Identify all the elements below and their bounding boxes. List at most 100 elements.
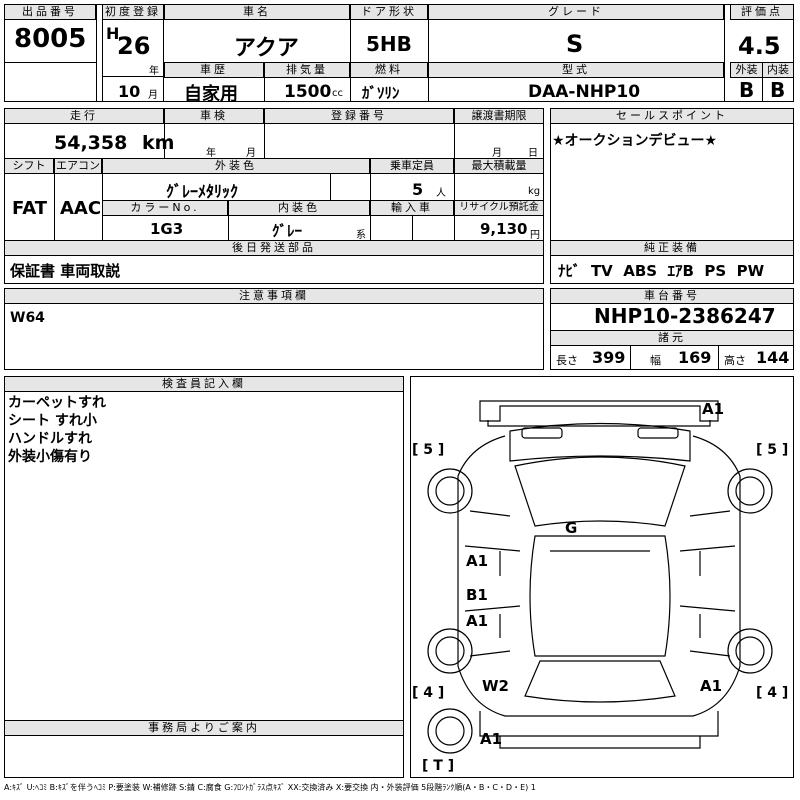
height-value: 144 [756, 348, 790, 367]
car-name-value: アクア [234, 36, 299, 61]
damage-mark: B1 [466, 586, 488, 604]
model-code-value: DAA-NHP10 [528, 82, 641, 102]
notes-header: 注意事項欄 [4, 288, 544, 304]
grade-header: グレード [428, 4, 724, 20]
score-header: 評価点 [730, 4, 794, 20]
sales-point-header: セールスポイント [550, 108, 794, 124]
inspector-header: 検査員記入欄 [4, 376, 404, 392]
first-reg-era: H [106, 24, 120, 43]
panel-bracket: [ 4 ] [412, 685, 444, 701]
recycle-header: リサイクル預託金 [454, 200, 544, 216]
damage-mark: W2 [482, 677, 509, 695]
damage-mark: A1 [700, 677, 722, 695]
reg-no-header: 登録番号 [264, 108, 454, 124]
color-no-header: カラーNo. [102, 200, 228, 216]
spec-header: 諸元 [550, 330, 794, 346]
aircon-header: エアコン [54, 158, 102, 174]
mileage-unit: km [142, 132, 175, 154]
inspector-line: 外装小傷有り [8, 449, 92, 465]
damage-mark: G [565, 519, 577, 537]
damage-mark: A1 [466, 552, 488, 570]
mileage-value: 54,358 [54, 132, 128, 154]
transfer-day-unit: 日 [528, 148, 538, 159]
door-type-value: 5HB [366, 32, 412, 56]
chassis-header: 車台番号 [550, 288, 794, 304]
inspection-month-unit: 月 [246, 148, 256, 159]
ext-color-value: ｸﾞﾚｰﾒﾀﾘｯｸ [166, 182, 239, 201]
inspector-line: シート すれ小 [8, 413, 97, 429]
interior-value: B [770, 78, 786, 102]
lot-no-value: 8005 [14, 24, 87, 54]
int-color-header: 内装色 [228, 200, 370, 216]
office-header: 事務局よりご案内 [4, 720, 404, 736]
grade-value: S [566, 30, 584, 58]
inspection-header: 車検 [164, 108, 264, 124]
door-type-header: ドア形状 [350, 4, 428, 20]
color-no-value: 1G3 [150, 220, 184, 238]
fuel-header: 燃料 [350, 62, 428, 78]
panel-bracket: [ 5 ] [756, 442, 788, 458]
sales-point-value: ★オークションデビュー★ [552, 133, 718, 149]
first-reg-month-unit: 月 [148, 90, 158, 101]
displacement-value: 1500 [284, 82, 332, 102]
car-diagram-box [410, 376, 794, 778]
equipment-header: 純正装備 [550, 240, 794, 256]
damage-mark: A1 [702, 400, 724, 418]
history-header: 車歴 [164, 62, 264, 78]
notes-value: W64 [10, 310, 45, 326]
height-label: 高さ [724, 354, 746, 367]
shift-header: シフト [4, 158, 54, 174]
shift-value: FAT [12, 198, 48, 219]
interior-header: 内装 [762, 62, 794, 78]
legend-footer: A:ｷｽﾞ U:ﾍｺﾐ B:ｷｽﾞを伴うﾍｺﾐ P:要塗装 W:補修跡 S:錆 … [4, 783, 536, 792]
equipment-value: ﾅﾋﾞ TV ABS ｴｱB PS PW [558, 262, 765, 280]
score-value: 4.5 [738, 32, 781, 60]
damage-mark: A1 [480, 730, 502, 748]
int-color-unit: 系 [356, 230, 366, 241]
length-label: 長さ [556, 354, 578, 367]
transfer-deadline-header: 譲渡書期限 [454, 108, 544, 124]
car-name-header: 車名 [164, 4, 350, 20]
capacity-value: 5 [412, 180, 424, 199]
first-reg-year-unit: 年 [149, 66, 159, 77]
model-code-header: 型式 [428, 62, 724, 78]
mileage-header: 走行 [4, 108, 164, 124]
inspector-box [4, 376, 404, 778]
max-load-unit: kg [528, 186, 541, 197]
capacity-header: 乗車定員 [370, 158, 454, 174]
displacement-unit: cc [332, 88, 343, 99]
width-value: 169 [678, 348, 712, 367]
car-damage-diagram: A1 G A1 B1 A1 W2 A1 A1 [ 5 ] [ 5 ] [ 4 ]… [412, 400, 788, 774]
int-color-value: ｸﾞﾚｰ [272, 222, 303, 240]
panel-bracket: [ 4 ] [756, 685, 788, 701]
inspector-lines: カーペットすれ シート すれ小 ハンドルすれ 外装小傷有り [8, 394, 106, 466]
aircon-value: AAC [60, 198, 102, 219]
first-reg-month: 10 [118, 82, 141, 101]
history-value: 自家用 [184, 84, 238, 105]
inspection-year-unit: 年 [206, 148, 216, 159]
width-label: 幅 [650, 354, 661, 367]
recycle-unit: 円 [530, 230, 540, 241]
exterior-value: B [739, 78, 755, 102]
damage-mark: A1 [466, 612, 488, 630]
capacity-unit: 人 [436, 188, 446, 199]
chassis-value: NHP10-2386247 [594, 304, 776, 328]
max-load-header: 最大積載量 [454, 158, 544, 174]
panel-bracket: [ 5 ] [412, 442, 444, 458]
length-value: 399 [592, 348, 626, 367]
displacement-header: 排気量 [264, 62, 350, 78]
import-header: 輸入車 [370, 200, 454, 216]
first-reg-cell [102, 4, 164, 102]
ext-color-header: 外装色 [102, 158, 370, 174]
panel-bracket: [ T ] [422, 758, 454, 774]
fuel-value: ｶﾞｿﾘﾝ [362, 84, 400, 102]
recycle-value: 9,130 [480, 220, 528, 238]
inspector-line: カーペットすれ [8, 395, 106, 411]
inspector-line: ハンドルすれ [8, 431, 92, 447]
exterior-header: 外装 [730, 62, 763, 78]
later-parts-header: 後日発送部品 [4, 240, 544, 256]
first-reg-year: 26 [117, 32, 151, 60]
later-parts-value: 保証書 車両取説 [10, 262, 121, 280]
lot-no-header: 出品番号 [4, 4, 96, 20]
transfer-month-unit: 月 [492, 148, 502, 159]
